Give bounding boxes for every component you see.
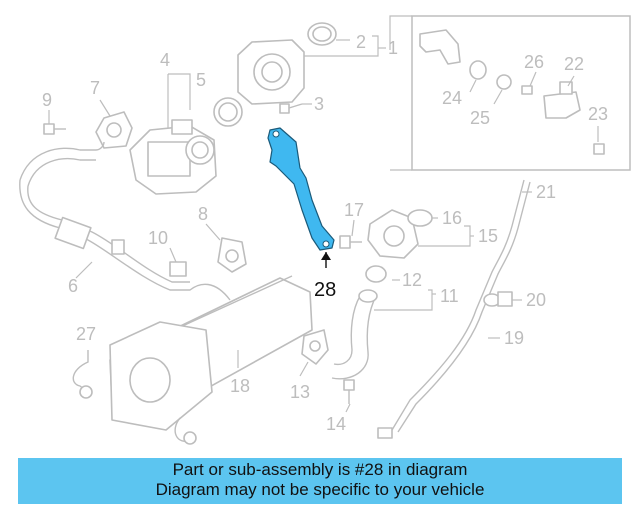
callout-17: 17 (344, 200, 364, 220)
part-nut-10 (169, 261, 187, 277)
callout-14: 14 (326, 414, 346, 434)
part-bolt-3 (279, 103, 303, 114)
callout-21: 21 (536, 182, 556, 202)
callout-9: 9 (42, 90, 52, 110)
callout-27: 27 (76, 324, 96, 344)
part-bolt-14 (343, 379, 355, 404)
callout-2: 2 (356, 32, 366, 52)
callout-3: 3 (314, 94, 324, 114)
callout-13: 13 (290, 382, 310, 402)
callout-11: 11 (440, 286, 459, 306)
banner-line-1: Part or sub-assembly is #28 in diagram (172, 460, 468, 479)
callout-16: 16 (442, 208, 462, 228)
part-egr-flange (237, 22, 337, 105)
banner-line-2: Diagram may not be specific to your vehi… (155, 480, 485, 499)
callout-10: 10 (148, 228, 168, 248)
part-bracket-inset (419, 29, 605, 155)
callout-24: 24 (442, 88, 462, 108)
part-egr-valve (129, 119, 217, 195)
callout-26: 26 (524, 52, 544, 72)
callout-20: 20 (526, 290, 546, 310)
callout-6: 6 (68, 276, 78, 296)
callout-7: 7 (90, 78, 100, 98)
callout-28: 28 (314, 279, 336, 301)
part-nut-20 (497, 291, 513, 307)
callout-12: 12 (402, 270, 422, 290)
callout-19: 19 (504, 328, 524, 348)
inset-frame (411, 15, 631, 171)
callout-22: 22 (564, 54, 584, 74)
part-gasket-13 (301, 329, 329, 365)
part-water-outlet (339, 209, 433, 259)
callout-4: 4 (160, 50, 170, 70)
part-egr-tube (19, 141, 231, 301)
part-gasket-8 (217, 237, 247, 273)
part-sensor-27 (72, 350, 93, 399)
part-28-bracket (267, 127, 335, 268)
part-gasket-7 (95, 111, 133, 149)
part-gasket-5 (213, 97, 243, 127)
callout-25: 25 (470, 108, 490, 128)
callout-1: 1 (388, 38, 398, 58)
callout-5: 5 (196, 70, 206, 90)
part-bolt-9 (43, 123, 66, 135)
callout-23: 23 (588, 104, 608, 124)
callout-18: 18 (230, 376, 250, 396)
callout-8: 8 (198, 204, 208, 224)
callout-15: 15 (478, 226, 498, 246)
info-banner: Part or sub-assembly is #28 in diagram D… (18, 458, 622, 504)
part-egr-cooler (109, 275, 313, 445)
part-outlet-pipe (331, 265, 387, 380)
